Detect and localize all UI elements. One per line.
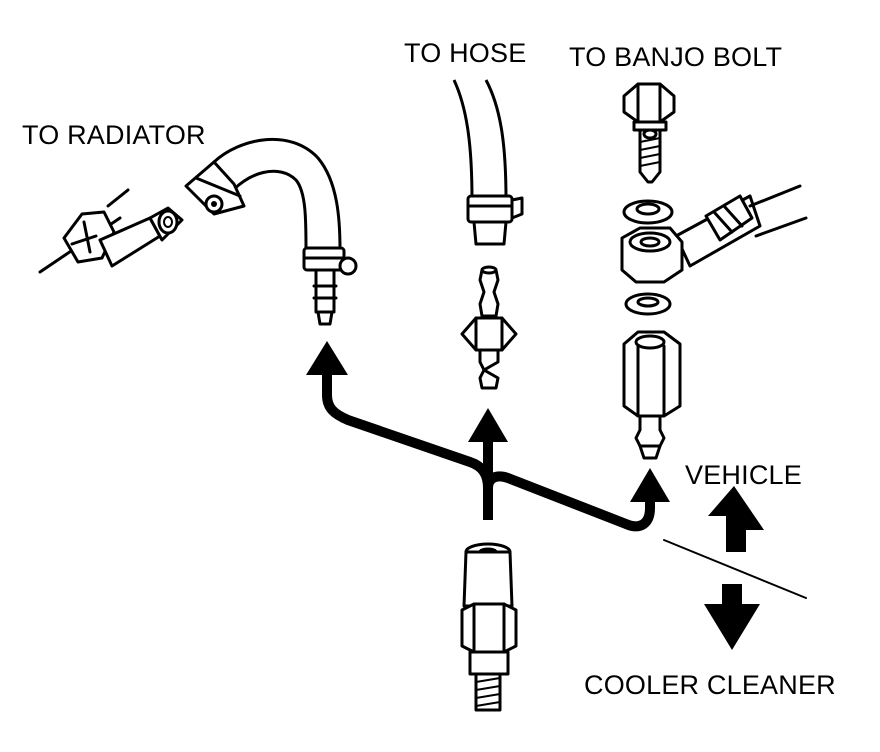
radiator-fitting (38, 188, 184, 274)
hose-barb-adapter (460, 265, 518, 390)
flow-arrows (306, 341, 670, 532)
banjo-fitting (620, 184, 808, 284)
banjo-bolt (622, 82, 676, 184)
arrow-to-radiator (306, 341, 348, 375)
radiator-hose (184, 137, 358, 326)
washer-bottom (624, 292, 672, 316)
vehicle-direction-arrow (708, 486, 764, 552)
vehicle-cleaner-divider (663, 486, 807, 650)
arrow-to-banjo (630, 468, 670, 502)
label-vehicle: VEHICLE (685, 460, 802, 490)
center-hose (452, 79, 524, 246)
label-to-hose: TO HOSE (404, 38, 527, 68)
banjo-adapter (622, 330, 682, 460)
washer-top (622, 199, 674, 225)
label-cooler-cleaner: COOLER CLEANER (584, 670, 836, 700)
label-to-banjo-bolt: TO BANJO BOLT (569, 42, 783, 72)
label-to-radiator: TO RADIATOR (22, 120, 206, 150)
cooler-cleaner-direction-arrow (704, 584, 760, 650)
cooler-cleaner-connector (460, 542, 518, 712)
arrow-to-hose (468, 408, 508, 442)
